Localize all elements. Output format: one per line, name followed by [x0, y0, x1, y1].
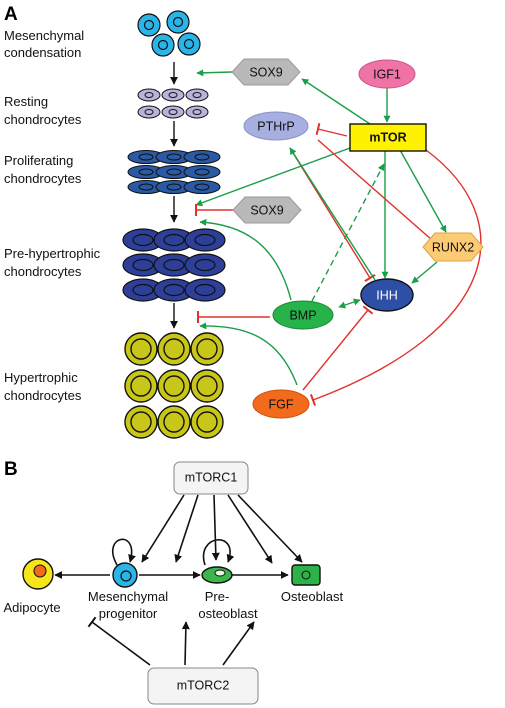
mtorc2-label: mTORC2	[177, 678, 230, 692]
node-sox9-top: SOX9	[231, 58, 301, 86]
fgf-label: FGF	[269, 397, 294, 411]
resting-cell	[161, 105, 185, 119]
stage-proliferating-line2: chondrocytes	[4, 171, 82, 186]
stage-prehypertrophic-line1: Pre-hypertrophic	[4, 246, 101, 261]
pthrp-label: PTHrP	[257, 119, 295, 133]
node-bmp: BMP	[272, 300, 334, 330]
proliferating-cell-cluster	[127, 150, 221, 194]
ihh-label: IHH	[376, 288, 398, 302]
adipocyte-cell	[22, 558, 54, 590]
node-fgf: FGF	[252, 389, 310, 419]
node-mtorc2: mTORC2	[147, 667, 259, 705]
node-mtorc1: mTORC1	[173, 461, 249, 495]
resting-cell-cluster	[137, 88, 209, 119]
sox9-top-label: SOX9	[249, 65, 282, 79]
runx2-label: RUNX2	[432, 240, 474, 254]
igf1-label: IGF1	[373, 67, 401, 81]
resting-cell	[137, 105, 161, 119]
stage-mesenchymal-line1: Mesenchymal	[4, 28, 84, 43]
regulatory-edges	[195, 69, 482, 406]
stage-resting-line1: Resting	[4, 94, 48, 109]
node-runx2: RUNX2	[422, 232, 484, 262]
panel-b-edges	[54, 494, 303, 666]
node-mtor: mTOR	[349, 123, 427, 152]
preosteoblast-label-line2: osteoblast	[198, 606, 258, 621]
panel-a-letter: A	[4, 4, 18, 25]
stage-resting-line2: chondrocytes	[4, 112, 82, 127]
mesenchymal-cell	[151, 33, 175, 57]
stage-proliferating-line1: Proliferating	[4, 153, 73, 168]
hypertrophic-cell-cluster	[124, 332, 224, 439]
bmp-label: BMP	[289, 308, 316, 322]
resting-cell	[161, 88, 185, 102]
osteoblast-label: Osteoblast	[281, 589, 344, 604]
preosteoblast-cell	[201, 566, 233, 584]
prehypertrophic-cell-cluster	[122, 228, 226, 302]
preosteoblast-label-line1: Pre-	[205, 589, 230, 604]
mesenchymal-cell-cluster	[137, 10, 201, 57]
osteoblast-cell	[291, 564, 321, 586]
stage-mesenchymal-line2: condensation	[4, 45, 81, 60]
resting-cell	[185, 88, 209, 102]
mtor-label: mTOR	[369, 130, 406, 144]
node-ihh: IHH	[360, 278, 414, 312]
mesenchymal-progenitor-cell	[112, 562, 138, 588]
panel-b-letter: B	[4, 459, 18, 480]
mesenchymal-cell	[166, 10, 190, 34]
mesenchymal-cell	[177, 32, 201, 56]
mesenchymal-cell	[137, 13, 161, 37]
progenitor-label-line1: Mesenchymal	[88, 589, 168, 604]
stage-prehypertrophic-line2: chondrocytes	[4, 264, 82, 279]
resting-cell	[137, 88, 161, 102]
node-sox9-mid: SOX9	[232, 196, 302, 224]
resting-cell	[185, 105, 209, 119]
node-pthrp: PTHrP	[243, 111, 309, 141]
adipocyte-label: Adipocyte	[3, 600, 60, 615]
mtorc1-label: mTORC1	[185, 470, 238, 484]
stage-hypertrophic-line2: chondrocytes	[4, 388, 82, 403]
progenitor-label-line2: progenitor	[99, 606, 158, 621]
node-igf1: IGF1	[358, 59, 416, 89]
stage-hypertrophic-line1: Hypertrophic	[4, 370, 78, 385]
sox9-mid-label: SOX9	[250, 203, 283, 217]
